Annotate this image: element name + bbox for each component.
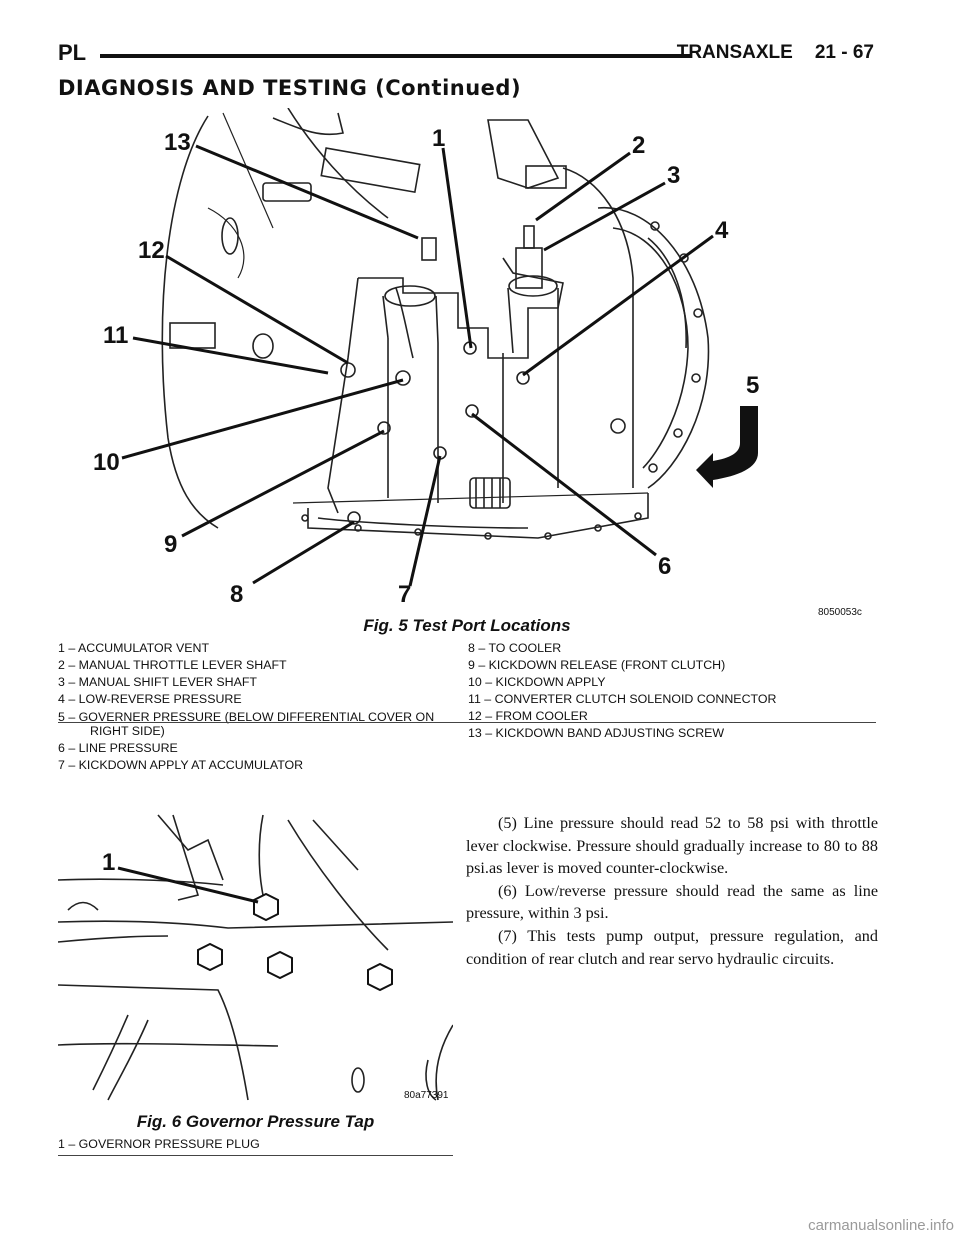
figure6-title: Fig. 6 Governor Pressure Tap [136, 1112, 375, 1131]
callout-5: 5 [746, 372, 759, 399]
legend-item: 8 – TO COOLER [468, 641, 562, 655]
callout-7: 7 [398, 581, 411, 608]
callout-9: 9 [164, 531, 177, 558]
figure5-legend-right: 8 – TO COOLER 9 – KICKDOWN RELEASE (FRON… [468, 640, 878, 742]
watermark: carmanualsonline.info [808, 1217, 954, 1234]
legend-item: 5 – GOVERNER PRESSURE (BELOW DIFFERENTIA… [58, 710, 435, 738]
callout-13: 13 [164, 129, 191, 156]
legend-item: 6 – LINE PRESSURE [58, 741, 178, 755]
legend-item: 1 – GOVERNOR PRESSURE PLUG [58, 1137, 260, 1151]
paragraph: (6) Low/reverse pressure should read the… [466, 881, 878, 923]
header-code: PL [58, 40, 87, 65]
callout-3: 3 [667, 162, 680, 189]
paragraph: (7) This tests pump output, pressure reg… [466, 926, 878, 968]
legend-item: 9 – KICKDOWN RELEASE (FRONT CLUTCH) [468, 658, 726, 672]
figure5-code: 8050053c [818, 607, 862, 618]
callout-10: 10 [93, 449, 120, 476]
legend-item: 12 – FROM COOLER [468, 709, 588, 723]
body-text: (5) Line pressure should read 52 to 58 p… [466, 812, 878, 970]
legend-item: 1 – ACCUMULATOR VENT [58, 641, 210, 655]
callout-8: 8 [230, 581, 243, 608]
legend-item: 3 – MANUAL SHIFT LEVER SHAFT [58, 675, 257, 689]
header-section: TRANSAXLE [676, 42, 793, 63]
section-title: DIAGNOSIS AND TESTING (Continued) [58, 76, 522, 100]
legend-item: 4 – LOW-REVERSE PRESSURE [58, 692, 242, 706]
transaxle-illustration: 13 1 2 3 4 12 11 5 10 9 8 7 6 8050053c [93, 108, 862, 618]
header-rule [100, 54, 692, 58]
callout-12: 12 [138, 237, 165, 264]
figure5-rule [58, 722, 876, 723]
figure6-code: 80a77391 [404, 1090, 449, 1101]
figure5-title: Fig. 5 Test Port Locations [363, 616, 571, 635]
callout-4: 4 [715, 217, 729, 244]
legend-item: 10 – KICKDOWN APPLY [468, 675, 606, 689]
callout-6: 6 [658, 553, 671, 580]
callout-2: 2 [632, 132, 645, 159]
header-page: 21 - 67 [814, 42, 874, 63]
governor-illustration: 1 80a77391 [58, 814, 453, 1101]
figure6-rule [58, 1155, 453, 1156]
header-right: TRANSAXLE 21 - 67 [677, 42, 874, 64]
legend-item: 11 – CONVERTER CLUTCH SOLENOID CONNECTOR [468, 692, 777, 706]
figure6-legend: 1 – GOVERNOR PRESSURE PLUG [58, 1136, 453, 1153]
legend-item: 13 – KICKDOWN BAND ADJUSTING SCREW [468, 726, 725, 740]
callout-1: 1 [432, 125, 445, 152]
legend-item: 2 – MANUAL THROTTLE LEVER SHAFT [58, 658, 287, 672]
paragraph: (5) Line pressure should read 52 to 58 p… [466, 814, 878, 878]
callout-11: 11 [103, 322, 128, 349]
legend-item: 7 – KICKDOWN APPLY AT ACCUMULATOR [58, 758, 304, 772]
figure5-legend-left: 1 – ACCUMULATOR VENT 2 – MANUAL THROTTLE… [58, 640, 453, 774]
callout-1: 1 [102, 849, 115, 876]
